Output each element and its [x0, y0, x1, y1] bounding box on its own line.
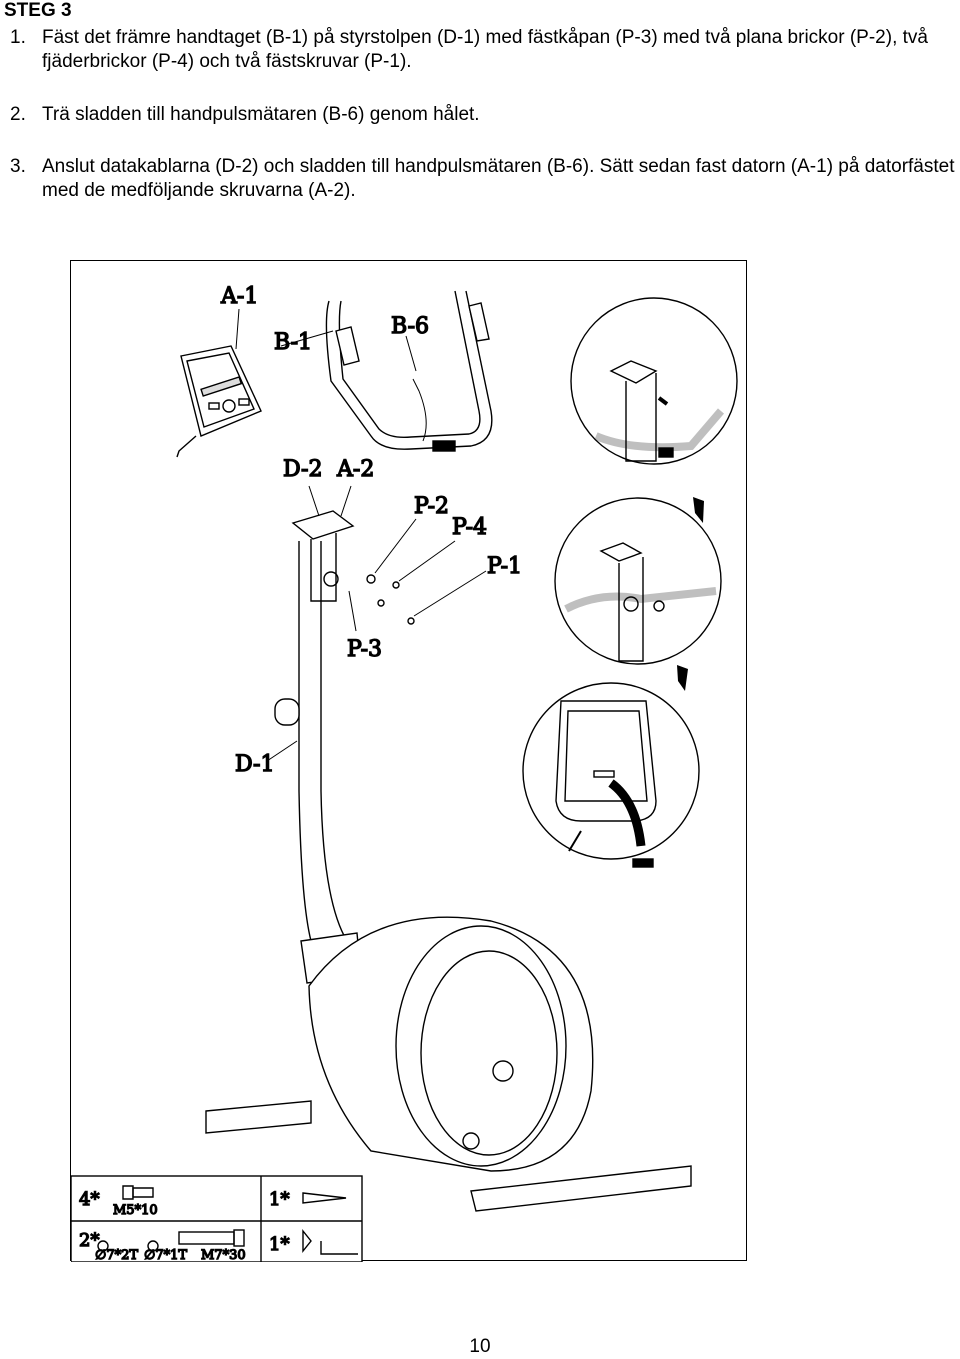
step-2-number: 2.: [10, 104, 26, 125]
label-p3: P-3: [347, 637, 382, 662]
label-b6: B-6: [391, 314, 429, 339]
label-a2: A-2: [336, 457, 374, 482]
step-3-number: 3.: [10, 156, 26, 177]
bracket-drawing: [291, 510, 415, 625]
column-drawing: [274, 541, 348, 942]
frame-drawing: [205, 916, 692, 1212]
step-3-text: Anslut datakablarna (D-2) och sladden ti…: [42, 156, 955, 201]
label-p4: P-4: [452, 515, 487, 540]
step-2: 2. Trä sladden till handpulsmätaren (B-6…: [10, 103, 955, 127]
parts-qty-wrench: 1*: [269, 1189, 289, 1210]
parts-washer-spring: ∅7*1T: [144, 1248, 187, 1262]
parts-bolt-size: M7*30: [201, 1248, 246, 1262]
parts-qty-screw: 4*: [79, 1189, 99, 1210]
detail-circle-2: [554, 497, 722, 665]
step-2-text: Trä sladden till handpulsmätaren (B-6) g…: [42, 104, 480, 125]
step-3: 3. Anslut datakablarna (D-2) och sladden…: [10, 155, 960, 203]
label-d2: D-2: [283, 457, 322, 482]
assembly-figure: A-1 B-1 B-6 D-2 A-2 P-2: [70, 260, 747, 1262]
step-1-number: 1.: [10, 27, 26, 48]
parts-screw-size: M5*10: [113, 1203, 158, 1218]
label-d1: D-1: [235, 752, 274, 777]
page-heading: STEG 3: [4, 0, 72, 21]
parts-box: [71, 1175, 363, 1262]
step-1-text: Fäst det främre handtaget (B-1) på styrs…: [42, 27, 928, 72]
detail-circle-1: [570, 297, 738, 465]
page-number: 10: [469, 1336, 491, 1357]
step-1: 1. Fäst det främre handtaget (B-1) på st…: [10, 26, 955, 74]
label-p2: P-2: [414, 494, 449, 519]
detail-circle-3: [522, 682, 700, 868]
label-b1: B-1: [274, 330, 312, 355]
parts-qty-washers: 2*: [79, 1230, 99, 1251]
assembly-drawing: A-1 B-1 B-6 D-2 A-2 P-2: [71, 283, 738, 1262]
label-a1: A-1: [220, 284, 258, 309]
parts-qty-allen: 1*: [269, 1234, 289, 1255]
label-p1: P-1: [487, 554, 522, 579]
parts-washer-flat: ∅7*2T: [95, 1248, 138, 1262]
console-drawing: [176, 345, 262, 458]
